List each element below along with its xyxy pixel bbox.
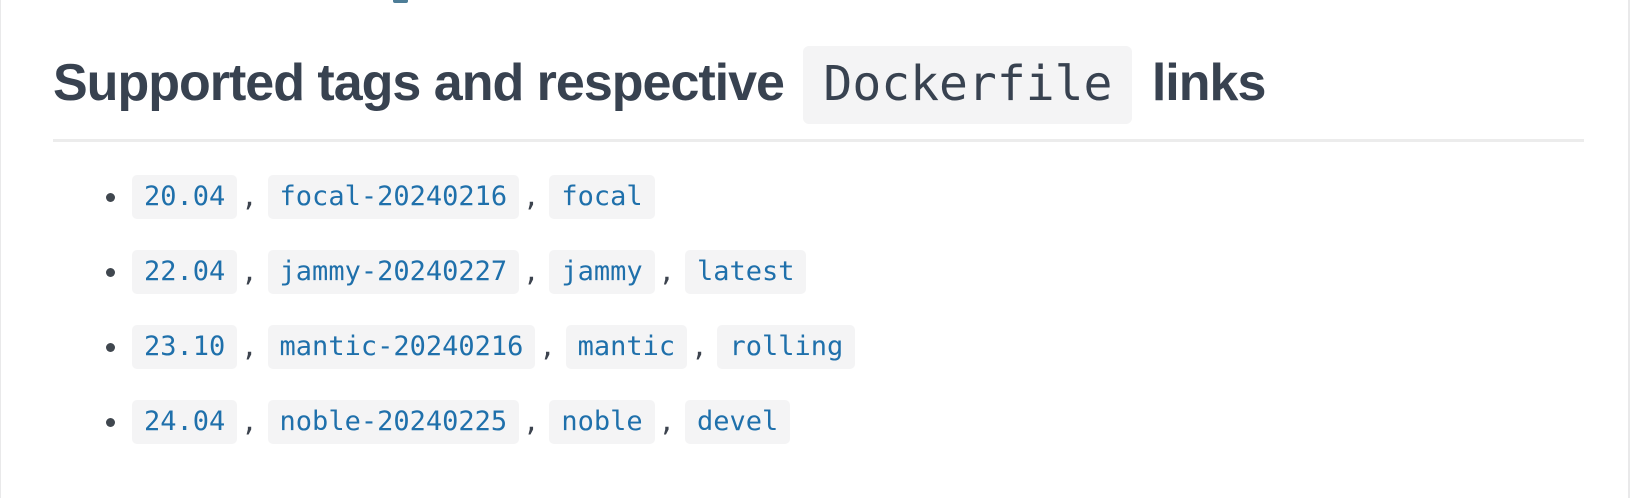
tag-row-22-04: 22.04 , jammy-20240227 , jammy , latest bbox=[53, 250, 855, 294]
heading-divider bbox=[53, 139, 1584, 142]
comma-separator: , bbox=[658, 256, 675, 288]
tag-link-23-10[interactable]: 23.10 bbox=[132, 325, 238, 369]
comma-separator: , bbox=[523, 181, 540, 213]
tag-link-mantic-20240216[interactable]: mantic-20240216 bbox=[267, 325, 536, 369]
tag-link-focal-20240216[interactable]: focal-20240216 bbox=[267, 175, 520, 219]
page-title-suffix: links bbox=[1151, 54, 1266, 112]
bullet-icon bbox=[106, 192, 115, 202]
comma-separator: , bbox=[691, 331, 708, 363]
tag-link-devel[interactable]: devel bbox=[684, 400, 791, 444]
tag-link-focal[interactable]: focal bbox=[549, 175, 655, 219]
page-title: Supported tags and respective Dockerfile… bbox=[53, 40, 1588, 127]
comma-separator: , bbox=[241, 181, 258, 213]
tag-link-20-04[interactable]: 20.04 bbox=[132, 175, 238, 219]
comma-separator: , bbox=[241, 406, 258, 438]
bullet-icon bbox=[106, 342, 115, 352]
page-title-prefix: Supported tags and respective bbox=[53, 54, 785, 112]
tag-row-24-04: 24.04 , noble-20240225 , noble , devel bbox=[53, 400, 855, 444]
comma-separator: , bbox=[241, 331, 258, 363]
comma-separator: , bbox=[523, 406, 540, 438]
comma-separator: , bbox=[523, 256, 540, 288]
tag-link-noble[interactable]: noble bbox=[549, 400, 655, 444]
comma-separator: , bbox=[539, 331, 556, 363]
tag-row-20-04: 20.04 , focal-20240216 , focal bbox=[53, 175, 855, 219]
bullet-icon bbox=[106, 417, 115, 427]
page-title-code-dockerfile: Dockerfile bbox=[803, 46, 1133, 124]
tag-link-noble-20240225[interactable]: noble-20240225 bbox=[267, 400, 520, 444]
tag-row-23-10: 23.10 , mantic-20240216 , mantic , rolli… bbox=[53, 325, 856, 369]
comma-separator: , bbox=[241, 256, 258, 288]
tag-link-22-04[interactable]: 22.04 bbox=[132, 250, 238, 294]
supported-tags-list: 20.04 , focal-20240216 , focal 22.04 , j… bbox=[53, 175, 856, 476]
tag-link-jammy[interactable]: jammy bbox=[549, 250, 655, 294]
comma-separator: , bbox=[658, 406, 675, 438]
tag-link-24-04[interactable]: 24.04 bbox=[132, 400, 238, 444]
tag-link-rolling[interactable]: rolling bbox=[717, 325, 856, 369]
clipped-link-fragment bbox=[393, 0, 408, 3]
bullet-icon bbox=[106, 267, 115, 277]
tag-link-latest[interactable]: latest bbox=[684, 250, 807, 294]
tag-link-mantic[interactable]: mantic bbox=[565, 325, 688, 369]
tag-link-jammy-20240227[interactable]: jammy-20240227 bbox=[267, 250, 520, 294]
